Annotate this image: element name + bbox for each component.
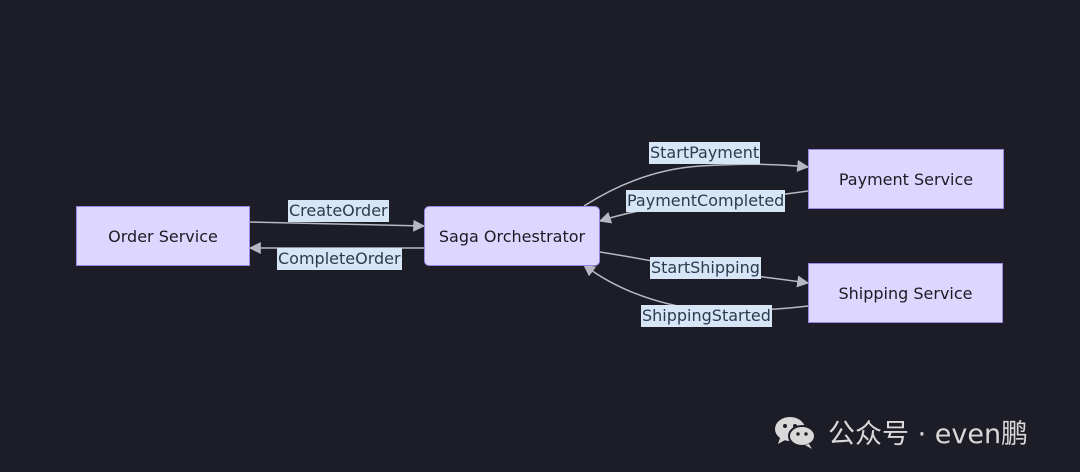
edge-label-start-shipping: StartShipping (650, 257, 761, 279)
saga-orchestrator-node[interactable]: Saga Orchestrator (424, 206, 600, 266)
watermark-text: 公众号 · even鹏 (828, 419, 1029, 450)
shipping-service-node[interactable]: Shipping Service (808, 263, 1003, 323)
order-service-node[interactable]: Order Service (76, 206, 250, 266)
order-service-label: Order Service (108, 226, 218, 246)
edge-start-payment (583, 159, 810, 207)
payment-service-node[interactable]: Payment Service (808, 149, 1004, 209)
saga-orchestrator-label: Saga Orchestrator (438, 226, 586, 246)
watermark: 公众号 · even鹏 (772, 412, 1028, 451)
wechat-icon (775, 416, 816, 449)
edge-label-complete-order: CompleteOrder (277, 248, 402, 270)
edge-label-shipping-started: ShippingStarted (641, 305, 772, 327)
edge-label-payment-completed: PaymentCompleted (626, 190, 786, 212)
shipping-service-label: Shipping Service (838, 283, 973, 303)
edge-label-create-order: CreateOrder (288, 200, 389, 222)
payment-service-label: Payment Service (838, 169, 974, 189)
edge-create-order (249, 219, 426, 232)
edge-label-start-payment: StartPayment (649, 142, 761, 164)
